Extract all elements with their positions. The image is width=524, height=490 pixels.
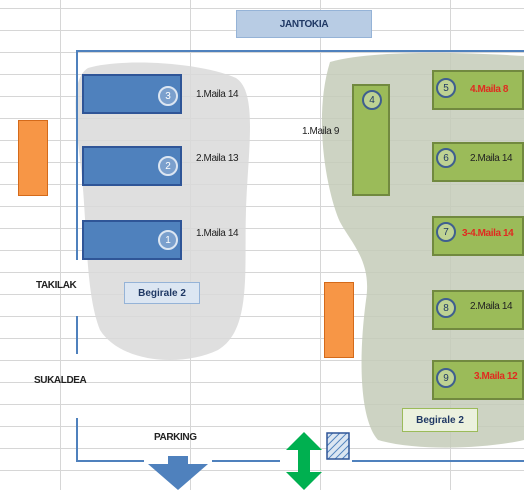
- table-label: 2.Maila 13: [196, 153, 239, 164]
- table-label: 1.Maila 14: [196, 89, 239, 100]
- orange-block-left: [18, 120, 48, 196]
- table-label: 3-4.Maila 14: [462, 228, 514, 239]
- bottom-wall-left: [76, 460, 144, 462]
- top-wall: [76, 50, 524, 52]
- table-number-badge: 1: [158, 230, 178, 250]
- bottom-wall-center: [212, 460, 280, 462]
- arrow-down-icon: [148, 456, 208, 490]
- station-left[interactable]: Begirale 2: [124, 282, 200, 304]
- takilak-label: TAKILAK: [36, 280, 77, 291]
- table-number-badge: 6: [436, 148, 456, 168]
- table-number-badge: 4: [362, 90, 382, 110]
- left-wall-lower: [76, 418, 78, 462]
- hatched-box-icon: [326, 432, 350, 460]
- left-wall-mid: [76, 316, 78, 354]
- table-number-badge: 9: [436, 368, 456, 388]
- bottom-wall-right: [352, 460, 524, 462]
- header-title: JANTOKIA: [236, 10, 372, 38]
- table-label: 3.Maila 12: [474, 371, 518, 382]
- table-number-badge: 3: [158, 86, 178, 106]
- table-number-badge: 2: [158, 156, 178, 176]
- parking-label: PARKING: [154, 432, 197, 443]
- table-number-badge: 7: [436, 222, 456, 242]
- table-label: 4.Maila 8: [470, 84, 509, 95]
- table-number-badge: 8: [436, 298, 456, 318]
- table-label: 2.Maila 14: [470, 301, 513, 312]
- table-label: 1.Maila 14: [196, 228, 239, 239]
- table-label: 1.Maila 9: [302, 126, 339, 137]
- sukaldea-label: SUKALDEA: [34, 375, 87, 386]
- table-label: 2.Maila 14: [470, 153, 513, 164]
- station-right[interactable]: Begirale 2: [402, 408, 478, 432]
- table-number-badge: 5: [436, 78, 456, 98]
- double-arrow-vertical-icon: [286, 432, 322, 490]
- orange-block-center: [324, 282, 354, 358]
- left-wall-upper: [76, 50, 78, 260]
- table-1[interactable]: [82, 220, 182, 260]
